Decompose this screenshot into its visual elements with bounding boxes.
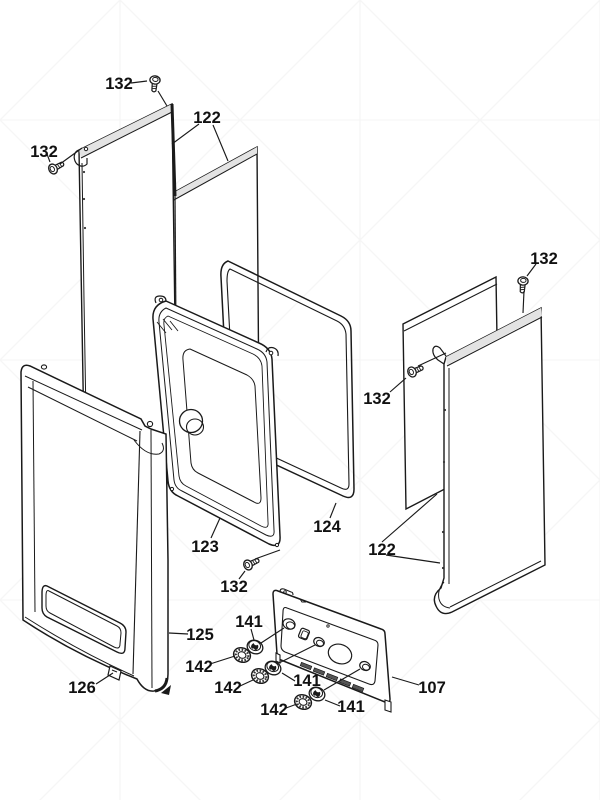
- inner-door-123: [152, 295, 281, 548]
- callout-142-1: 142: [185, 658, 213, 676]
- knob-hole: [313, 636, 325, 648]
- leader-line: [417, 352, 447, 367]
- callout-132-bottom: 132: [220, 578, 248, 596]
- leader-line: [95, 672, 114, 685]
- right-side-panel-122: [432, 306, 546, 615]
- leader-line: [281, 672, 296, 682]
- leader-line: [254, 549, 281, 560]
- front-case-panel-125: [20, 364, 171, 695]
- leader-line: [260, 627, 285, 644]
- rail-end-curl: [133, 439, 164, 455]
- leader-line: [522, 290, 525, 314]
- leader-line: [250, 628, 255, 641]
- callout-141-1: 141: [235, 613, 263, 631]
- leader-line: [526, 263, 537, 277]
- callout-labels: 132 132 122 132 132 122 123 124 132 125 …: [30, 75, 558, 719]
- panel-foot: [384, 699, 392, 713]
- callout-125: 125: [186, 626, 214, 644]
- sight-glass-hole: [178, 408, 204, 434]
- callout-123: 123: [191, 538, 219, 556]
- callout-141-2: 141: [293, 672, 321, 690]
- leader-line: [157, 90, 168, 107]
- knob-hole: [359, 660, 371, 672]
- leader-line: [278, 644, 316, 664]
- leader-lines: [46, 80, 537, 709]
- callout-132-top-left: 132: [105, 75, 133, 93]
- switch-hole: [297, 627, 311, 641]
- panel-foot: [161, 685, 171, 695]
- callout-141-3: 141: [337, 698, 365, 716]
- leader-line: [130, 80, 148, 84]
- retaining-clip-126: [107, 665, 122, 681]
- panel-folded-edge: [170, 103, 177, 197]
- knob-hole: [282, 618, 296, 630]
- control-panel-107: [272, 588, 392, 713]
- callout-124: 124: [313, 518, 341, 536]
- louvre-window: [41, 584, 127, 655]
- door-gasket-124: [220, 260, 355, 499]
- leader-line: [285, 703, 298, 709]
- door-tab: [265, 346, 279, 357]
- panel-foot: [275, 652, 281, 664]
- leader-line: [209, 655, 236, 665]
- leader-line: [324, 699, 341, 707]
- leader-line: [381, 493, 441, 564]
- leader-line: [329, 502, 337, 519]
- fascia-recess: [280, 606, 379, 686]
- leader-line: [171, 123, 229, 162]
- leader-line: [46, 153, 51, 163]
- leader-line: [323, 668, 361, 691]
- callout-132-mid-right: 132: [363, 390, 391, 408]
- door-tab: [154, 295, 167, 304]
- leader-line: [239, 679, 254, 687]
- callout-132-left: 132: [30, 143, 58, 161]
- callout-132-top-right: 132: [530, 250, 558, 268]
- callout-126: 126: [68, 679, 96, 697]
- callout-107: 107: [418, 679, 446, 697]
- display-cutout: [327, 643, 353, 665]
- leader-line: [389, 377, 407, 393]
- leader-line: [238, 570, 246, 580]
- leader-line: [210, 517, 221, 539]
- callout-122-left: 122: [193, 109, 221, 127]
- callout-142-3: 142: [260, 701, 288, 719]
- leader-line: [59, 147, 83, 165]
- vent-slots: [299, 661, 365, 693]
- leader-line: [391, 676, 420, 686]
- leader-line: [168, 632, 189, 635]
- callout-122-right: 122: [368, 541, 396, 559]
- callout-142-2: 142: [214, 679, 242, 697]
